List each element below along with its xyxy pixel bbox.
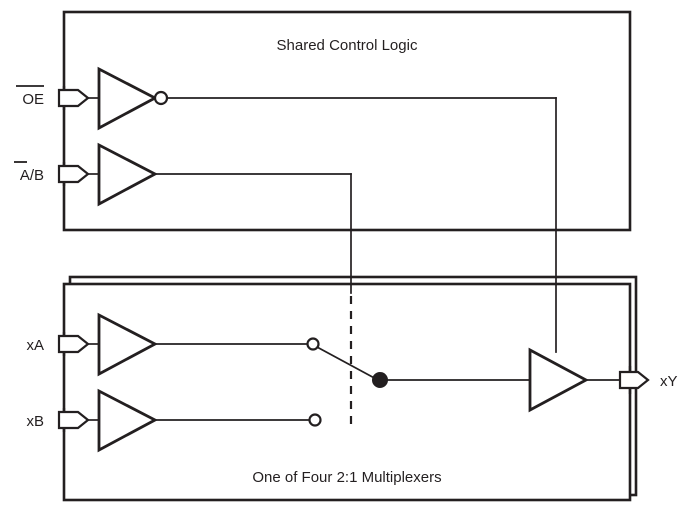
multiplexer-title: One of Four 2:1 Multiplexers [252,469,441,486]
switch-terminal-b-node[interactable] [308,413,322,427]
pin-xy[interactable] [618,366,650,394]
pin-label-xy: xY [660,373,678,390]
pin-label-xb: xB [26,413,44,430]
pin-label-oe: OE [22,91,44,108]
inverter-triangle [97,66,159,131]
output-buffer-gate [528,347,589,413]
xa-buffer-gate [97,312,159,377]
pin-label-xa: xA [26,337,44,354]
tristate-buffer-triangle [528,347,589,413]
input-pins [57,86,90,432]
pin-xy-pentagon-icon[interactable] [618,370,650,390]
oe-inverter-gate [97,66,169,131]
pin-label-ab: A/B [20,167,44,184]
xb-buffer-gate [97,388,159,453]
pin-ab-pentagon-icon[interactable] [57,164,90,184]
buffer-triangle [97,312,159,377]
inverter-bubble-icon [153,90,169,106]
pin-oe-pentagon-icon[interactable] [57,88,90,108]
mux-switch[interactable] [306,337,388,427]
mux-wires [85,343,621,421]
pin-xb[interactable] [57,408,90,432]
pin-ab[interactable] [57,162,90,186]
control-drop-wires [350,97,557,353]
pin-oe[interactable] [57,86,90,110]
switch-common-node[interactable] [372,372,388,388]
shared-control-logic-title: Shared Control Logic [277,37,418,54]
pin-xb-pentagon-icon[interactable] [57,410,90,430]
pin-xa-pentagon-icon[interactable] [57,334,90,354]
pin-xa[interactable] [57,332,90,356]
buffer-triangle [97,142,159,207]
control-box-outline [62,10,632,232]
overline-marks [14,85,44,163]
shared-control-logic-box [62,10,632,232]
switch-blade [315,345,380,382]
buffer-triangle [97,388,159,453]
ab-buffer-gate [97,142,159,207]
switch-terminal-a-node[interactable] [306,337,320,351]
